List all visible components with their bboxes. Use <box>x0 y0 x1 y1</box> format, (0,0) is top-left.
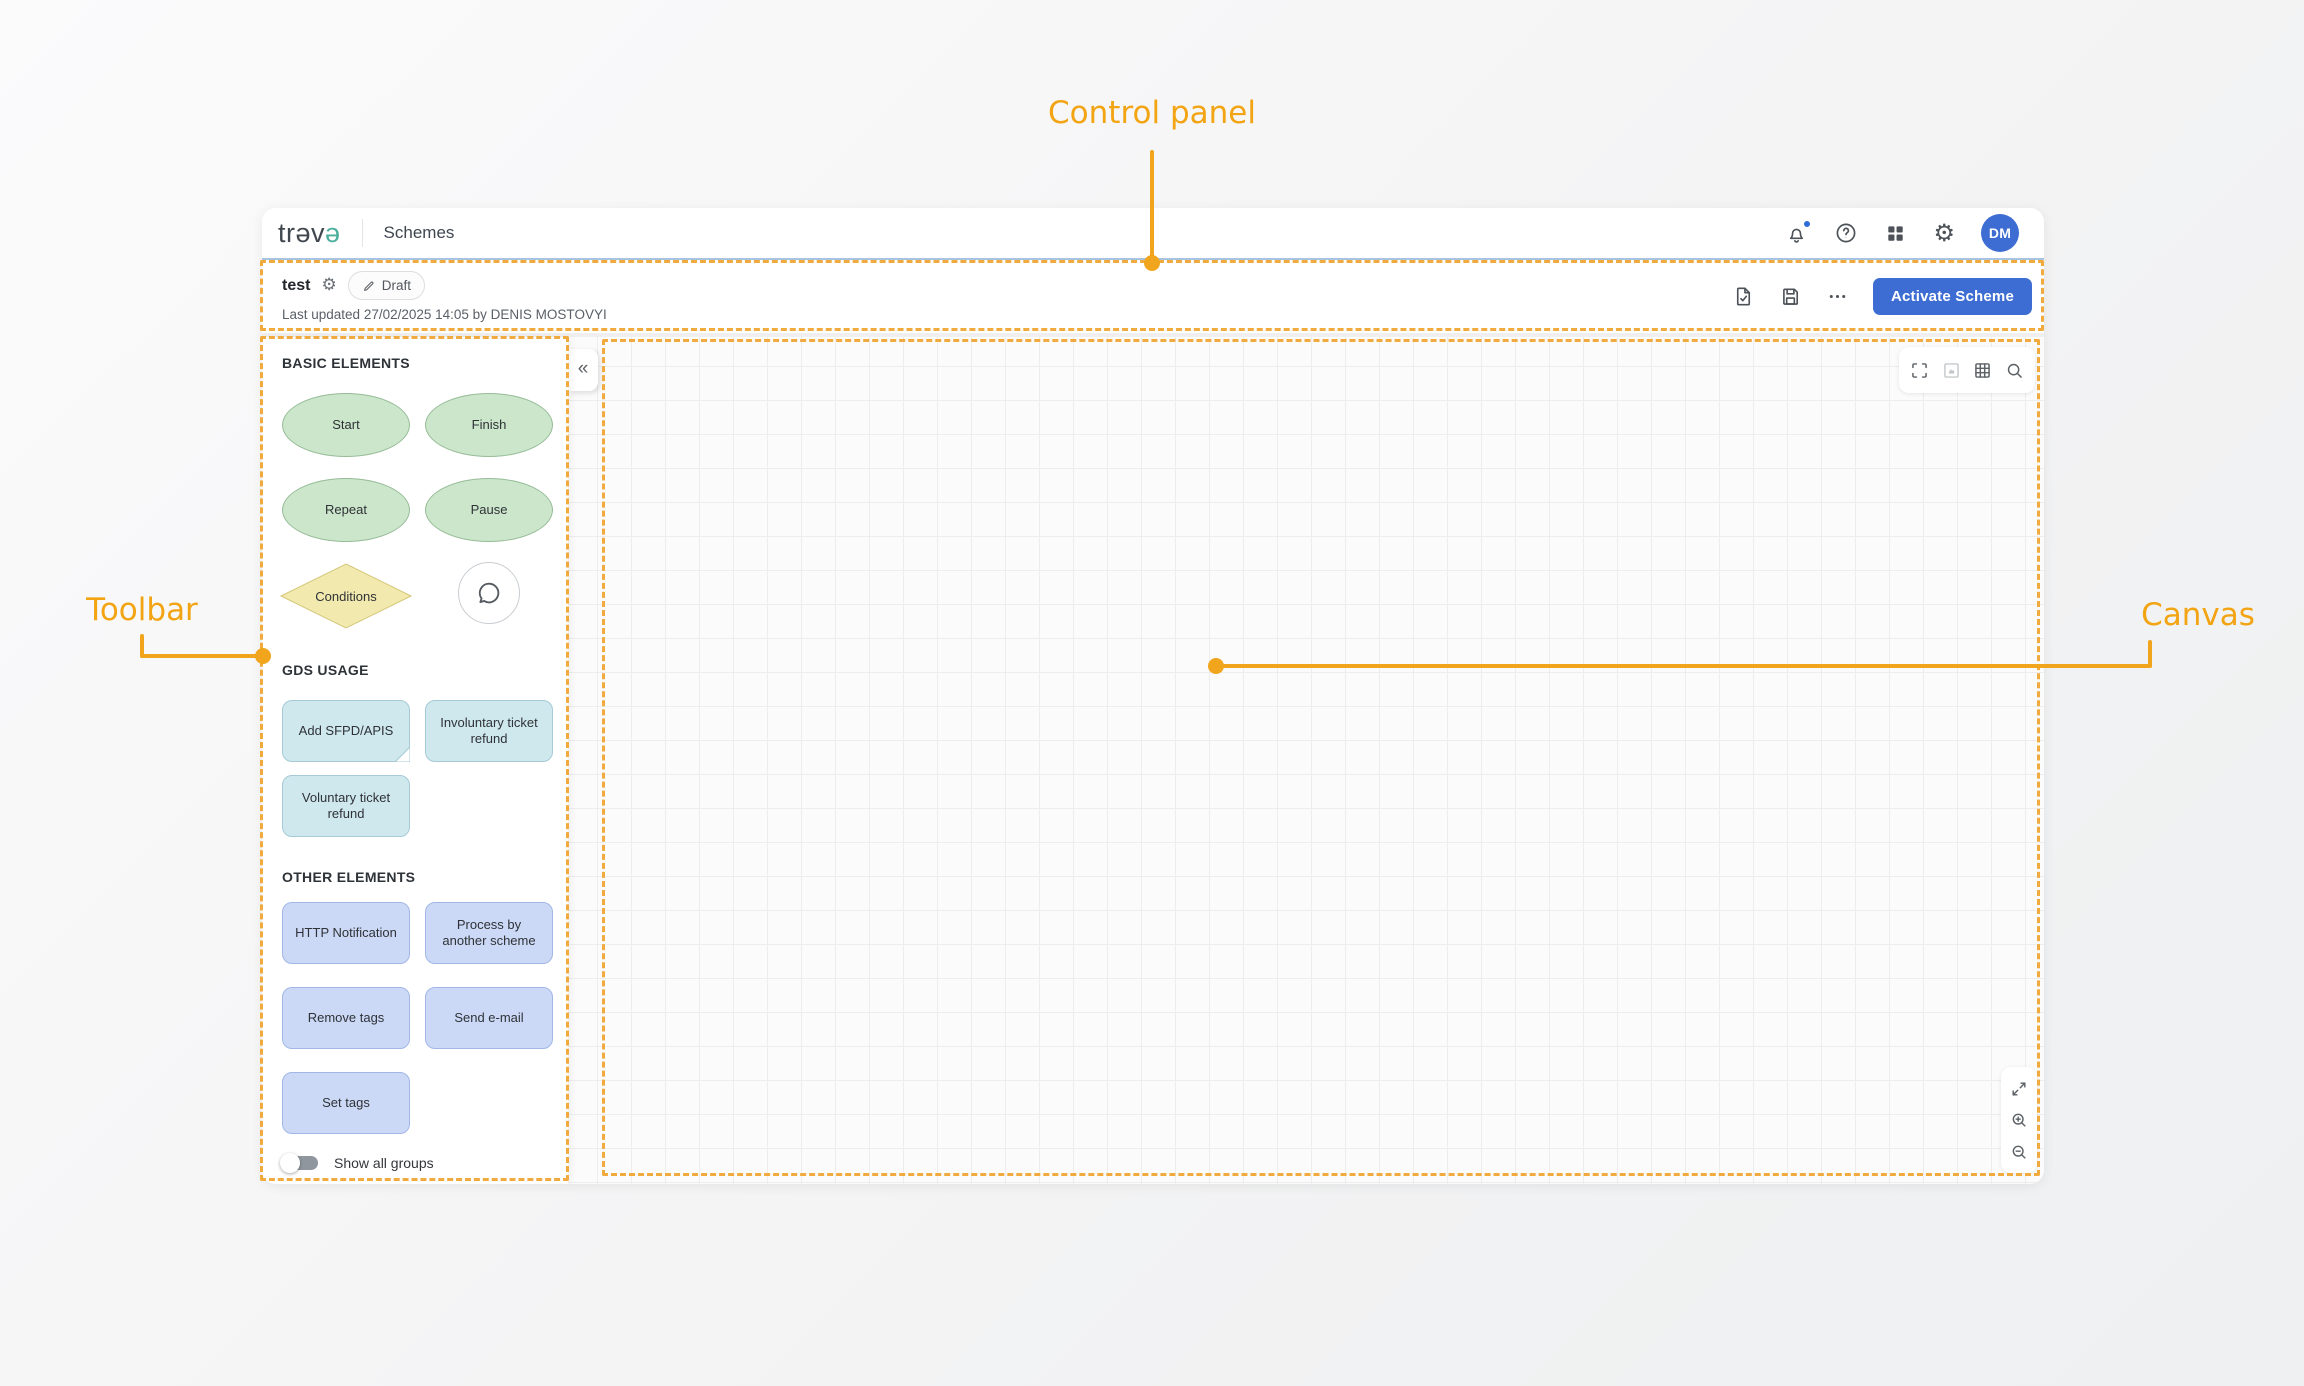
comment-bubble-icon <box>478 582 500 604</box>
section-title-other-elements: OTHER ELEMENTS <box>282 869 416 885</box>
zoom-controls <box>2001 1067 2037 1173</box>
app-window: trəvə Schemes <box>262 208 2044 1184</box>
settings-button[interactable]: ⚙ <box>1933 221 1955 245</box>
canvas-connector-line-horizontal <box>1216 664 2152 668</box>
logo-text: trəv <box>278 217 326 248</box>
annotation-label-control-panel: Control panel <box>1048 95 1256 131</box>
minimap-icon <box>1943 362 1959 378</box>
diamond-shape <box>280 563 412 629</box>
pencil-icon <box>363 280 374 291</box>
expand-arrows-icon <box>2012 1081 2026 1096</box>
fit-to-screen-button[interactable] <box>2009 1079 2029 1099</box>
section-title-gds-usage: GDS USAGE <box>282 662 369 678</box>
user-avatar[interactable]: DM <box>1981 214 2019 252</box>
gear-icon: ⚙ <box>1933 219 1955 247</box>
folded-corner <box>395 747 410 762</box>
show-all-groups-label: Show all groups <box>334 1155 434 1171</box>
control-panel-connector-dot <box>1144 255 1160 271</box>
element-repeat[interactable]: Repeat <box>282 478 410 542</box>
annotation-label-canvas: Canvas <box>2141 597 2255 633</box>
small-gear-icon: ⚙ <box>321 275 337 295</box>
ellipsis-icon <box>1829 294 1846 299</box>
canvas-search-button[interactable] <box>2004 360 2025 381</box>
search-icon <box>2007 363 2022 378</box>
zoom-in-button[interactable] <box>2009 1110 2029 1130</box>
minimap-button[interactable] <box>1941 360 1962 381</box>
toolbar-connector-dot <box>255 648 271 664</box>
collapse-toolbar-button[interactable]: « <box>568 349 598 391</box>
show-all-groups-row: Show all groups <box>280 1153 434 1173</box>
save-floppy-icon <box>1783 288 1798 305</box>
status-badge[interactable]: Draft <box>347 271 425 300</box>
element-start[interactable]: Start <box>282 393 410 457</box>
fullscreen-button[interactable] <box>1909 360 1930 381</box>
element-voluntary-ticket-refund[interactable]: Voluntary ticket refund <box>282 775 410 837</box>
element-pause[interactable]: Pause <box>425 478 553 542</box>
collapse-chevrons-icon: « <box>577 357 589 379</box>
element-conditions[interactable]: Conditions <box>280 563 412 629</box>
fullscreen-icon <box>1912 362 1928 378</box>
nav-title-schemes: Schemes <box>383 223 455 242</box>
scheme-actions: Activate Scheme <box>1732 278 2032 315</box>
zoom-out-icon <box>2012 1145 2026 1159</box>
notifications-button[interactable] <box>1785 218 1813 245</box>
document-check-icon <box>1736 287 1751 306</box>
apps-button[interactable] <box>1884 222 1907 245</box>
element-add-sfpd-apis[interactable]: Add SFPD/APIS <box>282 700 410 762</box>
scheme-info: test ⚙ Draft Last updated 27/02/2025 14:… <box>282 271 607 322</box>
toolbar-panel: BASIC ELEMENTS Start Finish Repeat Pause… <box>262 337 568 1184</box>
notification-badge <box>1802 218 1813 229</box>
header-divider <box>361 219 363 247</box>
show-all-groups-toggle[interactable] <box>280 1153 318 1173</box>
element-send-email[interactable]: Send e-mail <box>425 987 553 1049</box>
validate-scheme-button[interactable] <box>1732 285 1755 308</box>
zoom-out-button[interactable] <box>2009 1142 2029 1162</box>
toggle-grid-button[interactable] <box>1972 360 1993 381</box>
bell-icon <box>1790 228 1804 243</box>
trava-logo[interactable]: trəvə <box>278 218 341 249</box>
canvas-connector-line-vertical <box>2148 640 2152 668</box>
toolbar-connector-line-horizontal <box>140 654 266 658</box>
element-comment[interactable] <box>458 562 520 624</box>
control-panel-connector-line <box>1150 150 1154 260</box>
more-options-button[interactable] <box>1826 285 1849 308</box>
section-title-basic-elements: BASIC ELEMENTS <box>282 355 410 371</box>
element-involuntary-ticket-refund[interactable]: Involuntary ticket refund <box>425 700 553 762</box>
zoom-in-icon <box>2012 1113 2026 1127</box>
activate-scheme-button[interactable]: Activate Scheme <box>1872 278 2032 315</box>
element-http-notification[interactable]: HTTP Notification <box>282 902 410 964</box>
canvas-toolbar <box>1899 347 2035 393</box>
toggle-knob <box>280 1153 300 1173</box>
element-remove-tags[interactable]: Remove tags <box>282 987 410 1049</box>
element-process-by-another-scheme[interactable]: Process by another scheme <box>425 902 553 964</box>
workspace: BASIC ELEMENTS Start Finish Repeat Pause… <box>262 337 2044 1184</box>
add-sfpd-apis-label: Add SFPD/APIS <box>298 722 394 738</box>
help-button[interactable] <box>1834 221 1858 245</box>
toolbar-connector-line-vertical <box>140 634 144 658</box>
status-badge-label: Draft <box>381 278 411 293</box>
apps-grid-icon <box>1888 225 1904 241</box>
control-panel: test ⚙ Draft Last updated 27/02/2025 14:… <box>262 260 2044 337</box>
annotation-label-toolbar: Toolbar <box>86 592 198 628</box>
canvas-connector-dot <box>1208 658 1224 674</box>
element-finish[interactable]: Finish <box>425 393 553 457</box>
logo-accent: ə <box>325 217 341 248</box>
grid-icon <box>1975 362 1990 378</box>
scheme-canvas[interactable]: « <box>568 337 2044 1184</box>
conditions-label: Conditions <box>315 588 377 604</box>
scheme-name: test <box>282 276 311 294</box>
last-updated-text: Last updated 27/02/2025 14:05 by DENIS M… <box>282 307 607 322</box>
element-set-tags[interactable]: Set tags <box>282 1072 410 1134</box>
header-actions: ⚙ DM <box>1785 214 2019 252</box>
help-icon <box>1837 223 1856 243</box>
scheme-settings-button[interactable]: ⚙ <box>321 277 336 294</box>
save-button[interactable] <box>1779 285 1802 308</box>
